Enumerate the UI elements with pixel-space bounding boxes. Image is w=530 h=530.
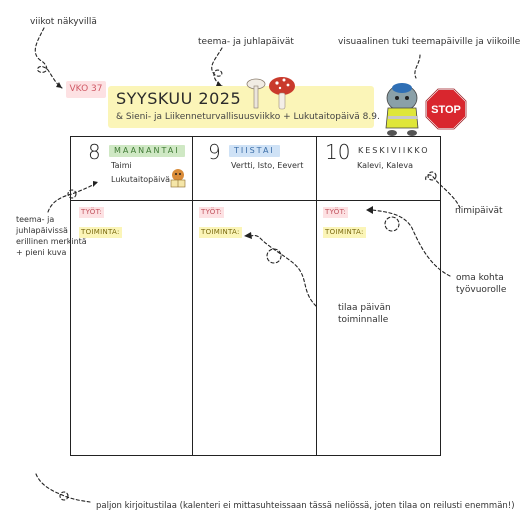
annotation-name-days: nimipäivät: [455, 206, 503, 216]
annotation-visual-support: visuaalinen tuki teemapäiville ja viikoi…: [338, 37, 521, 47]
work-label: TYÖT:: [199, 207, 225, 218]
theme-weeks-text: & Sieni- ja Liikenneturvallisuusviikko +…: [116, 112, 380, 122]
annotation-weeks: viikot näkyvillä: [30, 17, 97, 27]
annotation-work-shift: oma kohta työvuorolle: [456, 272, 506, 296]
name-days: Taimi: [111, 161, 132, 170]
traffic-mascot-icon: [385, 83, 419, 136]
day-name-monday: MAANANTAI: [109, 145, 185, 157]
annotation-writing-space: paljon kirjoitustilaa (kalenteri ei mitt…: [96, 501, 515, 511]
annotation-theme-days: teema- ja juhlapäivät: [198, 37, 294, 47]
day-number: 9: [208, 140, 221, 164]
day-name-tuesday: TIISTAI: [229, 145, 280, 157]
annotation-activity-space: tilaa päivän toiminnalle: [338, 302, 391, 326]
reading-mascot-icon: [170, 169, 186, 188]
day-number: 8: [88, 140, 101, 164]
work-label: TYÖT:: [323, 207, 349, 218]
annotation-line: juhlapäivissä: [16, 226, 68, 235]
annotation-line: toiminnalle: [338, 315, 389, 325]
title-banner: [108, 86, 374, 128]
stop-sign-icon: STOP: [425, 88, 467, 130]
annotation-line: työvuorolle: [456, 285, 507, 295]
activity-label: TOIMINTA:: [79, 227, 122, 238]
annotation-line: oma kohta: [456, 273, 504, 283]
activity-label: TOIMINTA:: [323, 227, 366, 238]
day-name-wednesday: KESKIVIIKKO: [358, 146, 430, 155]
annotation-theme-day-separate: teema- ja juhlapäivissä erillinen merkin…: [16, 214, 87, 258]
mushroom-icon: [246, 77, 295, 110]
calendar-grid: 8 MAANANTAI Taimi Lukutaitopäivä TYÖT: T…: [70, 136, 441, 456]
stop-sign-label: STOP: [431, 104, 461, 116]
annotation-line: + pieni kuva: [16, 248, 67, 257]
annotation-line: erillinen merkintä: [16, 237, 87, 246]
annotation-line: tilaa päivän: [338, 303, 391, 313]
special-day-label: Lukutaitopäivä: [111, 175, 170, 184]
annotation-line: teema- ja: [16, 215, 55, 224]
day-number: 10: [325, 140, 351, 164]
name-days: Vertti, Isto, Eevert: [231, 161, 304, 170]
activity-label: TOIMINTA:: [199, 227, 242, 238]
work-label: TYÖT:: [79, 207, 105, 218]
name-days: Kalevi, Kaleva: [357, 161, 413, 170]
month-title: SYYSKUU 2025: [116, 89, 242, 108]
week-badge: VKO 37: [66, 81, 106, 98]
